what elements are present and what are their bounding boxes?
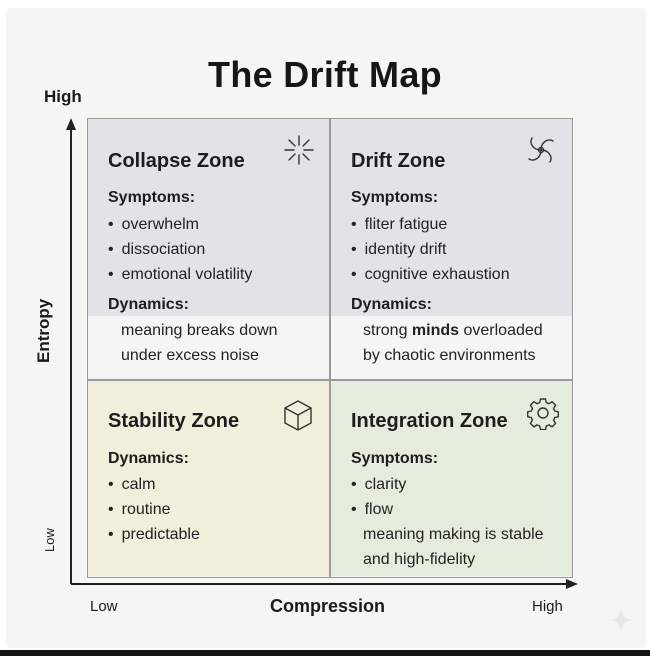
gear-icon	[527, 398, 559, 430]
collapse-symptoms-list: overwhelm dissociation emotional volatil…	[108, 212, 253, 287]
y-axis-high-label: High	[44, 87, 82, 106]
integration-symptoms-list: clarity flow	[351, 472, 407, 522]
drift-dynamics-text: strong minds overloaded by chaotic envir…	[363, 318, 543, 368]
integration-note-text: meaning making is stable and high-fideli…	[363, 522, 544, 572]
integration-note-line: and high-fidelity	[363, 551, 476, 568]
list-item: overwhelm	[108, 212, 252, 237]
list-item: flow	[351, 497, 406, 522]
list-item: identity drift	[351, 237, 510, 262]
integration-note-line: meaning making is stable	[363, 526, 544, 543]
collapse-dynamics-line: meaning breaks down	[121, 322, 278, 339]
stability-zone-title: Stability Zone	[108, 410, 240, 432]
drift-dynamics-line: by chaotic environments	[363, 347, 536, 364]
x-axis-title: Compression	[270, 596, 386, 616]
burst-icon	[284, 135, 314, 165]
y-axis-title: Entropy	[34, 298, 53, 363]
grid-divider-vertical	[329, 118, 331, 578]
page-title: The Drift Map	[208, 54, 442, 95]
collapse-dynamics-label: Dynamics:	[108, 296, 189, 313]
grid-divider-horizontal	[87, 379, 573, 381]
drift-dynamics-line: strong minds overloaded	[363, 318, 543, 343]
stability-items-list: calm routine predictable	[108, 472, 200, 547]
drift-symptoms-label: Symptoms:	[351, 189, 439, 206]
integration-symptoms-label: Symptoms:	[351, 450, 439, 467]
swirl-icon	[528, 137, 554, 163]
list-item: calm	[108, 472, 200, 497]
integration-zone-title: Integration Zone	[351, 410, 508, 432]
collapse-dynamics-text: meaning breaks down under excess noise	[121, 318, 278, 368]
stability-dynamics-label: Dynamics:	[108, 450, 189, 467]
x-axis-low-label: Low	[90, 598, 118, 615]
drift-zone-title: Drift Zone	[351, 150, 446, 172]
drift-dynamics-label: Dynamics:	[351, 296, 432, 313]
drift-symptoms-list: fliter fatigue identity drift cognitive …	[351, 212, 510, 287]
list-item: predictable	[108, 522, 200, 547]
cube-icon	[284, 400, 312, 431]
x-axis-high-label: High	[532, 598, 563, 615]
drift-dynamics-pre: strong	[363, 322, 412, 339]
list-item: emotional volatility	[108, 262, 253, 287]
drift-dynamics-post: overloaded	[459, 322, 543, 339]
collapse-symptoms-label: Symptoms:	[108, 189, 196, 206]
drift-dynamics-bold-word: minds	[411, 322, 460, 339]
bottom-bar	[0, 650, 650, 656]
sparkle-icon	[609, 608, 633, 632]
list-item: clarity	[351, 472, 407, 497]
y-axis-low-label: Low	[42, 528, 57, 552]
list-item: cognitive exhaustion	[351, 262, 510, 287]
list-item: routine	[108, 497, 200, 522]
collapse-zone-title: Collapse Zone	[108, 150, 245, 172]
collapse-dynamics-line: under excess noise	[121, 347, 259, 364]
list-item: dissociation	[108, 237, 252, 262]
list-item: fliter fatigue	[351, 212, 510, 237]
